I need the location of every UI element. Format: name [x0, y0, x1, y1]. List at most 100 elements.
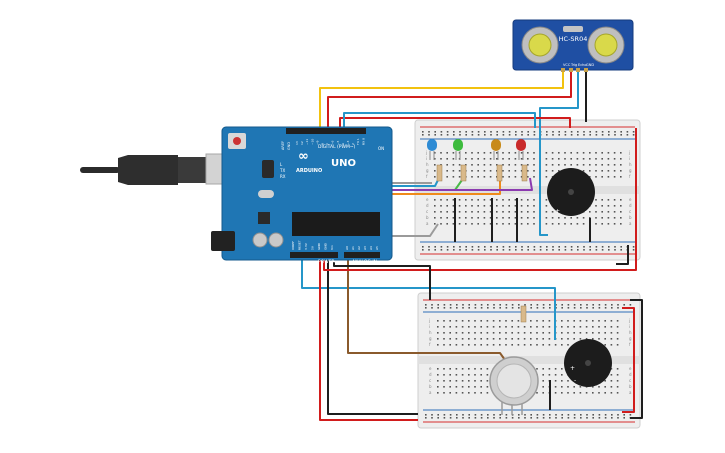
breadboard-hole: [616, 326, 619, 328]
small-chip: [258, 212, 270, 224]
wire-red-trig[interactable]: [327, 70, 572, 135]
led-blue[interactable]: [427, 139, 437, 160]
digital-pin-label: 8: [321, 143, 325, 145]
led-orange[interactable]: [491, 139, 501, 160]
breadboard-hole: [607, 199, 610, 201]
breadboard-hole: [536, 368, 538, 370]
wire-blue-echo[interactable]: [539, 70, 579, 236]
breadboard-hole: [586, 304, 588, 306]
breadboard-hole: [632, 134, 635, 136]
breadboard-hole: [440, 249, 443, 251]
wire-black-gnd-lower[interactable]: [327, 258, 418, 415]
wire-red-rail-link[interactable]: [323, 128, 637, 271]
power-jack[interactable]: [211, 231, 235, 251]
breadboard-hole: [623, 304, 625, 306]
breadboard-hole: [626, 134, 629, 136]
breadboard-hole: [489, 223, 492, 225]
breadboard-hole: [610, 344, 613, 346]
breadboard-hole: [604, 326, 606, 328]
breadboard-hole: [477, 131, 480, 133]
breadboard-hole: [465, 199, 467, 201]
breadboard-hole: [480, 380, 482, 382]
breadboard-hole: [620, 176, 622, 178]
wire-black-rail-top[interactable]: [616, 245, 629, 265]
breadboard-row-letter: f: [629, 342, 631, 347]
wire-red-5v-lower[interactable]: [319, 258, 418, 421]
wire-yellow-vcc[interactable]: [319, 70, 564, 135]
breadboard-hole: [530, 332, 532, 334]
wire-blue-mq2[interactable]: [301, 258, 556, 340]
breadboard-hole: [458, 223, 461, 225]
breadboard-hole: [601, 134, 604, 136]
breadboard-hole: [486, 386, 489, 388]
ultrasonic-sensor[interactable]: HC-SR04 VCC Trig Echo GND: [512, 19, 634, 72]
breadboard-hole: [452, 217, 455, 219]
breadboard-hole: [546, 131, 548, 133]
breadboard-hole: [533, 170, 535, 172]
digital-header[interactable]: [286, 128, 366, 134]
buzzer-bottom-plus: +: [570, 365, 575, 372]
breadboard-hole: [520, 211, 523, 213]
breadboard-hole: [480, 414, 483, 416]
power-pin-label: GND: [324, 242, 328, 250]
breadboard-hole: [465, 211, 467, 213]
power-header[interactable]: [290, 252, 338, 258]
wire-black-rail-bottom[interactable]: [630, 299, 643, 419]
breadboard-hole: [610, 380, 613, 382]
breadboard-hole: [514, 205, 517, 207]
wire-blue-signal[interactable]: [343, 112, 536, 135]
led-green[interactable]: [453, 139, 463, 160]
breadboard-hole: [604, 304, 607, 306]
resistor-3[interactable]: [496, 164, 503, 182]
breadboard-hole: [477, 164, 479, 166]
breadboard-hole: [598, 386, 600, 388]
breadboard-hole: [607, 223, 610, 225]
leds: [427, 139, 528, 323]
breadboard-hole: [607, 158, 610, 160]
led-red[interactable]: [516, 139, 526, 160]
resistor-2[interactable]: [460, 164, 467, 182]
breadboard-hole: [449, 332, 451, 334]
resistor-5[interactable]: [520, 305, 527, 323]
wire-gray-b[interactable]: [380, 223, 439, 237]
breadboard-hole: [443, 326, 445, 328]
arduino-uno[interactable]: ∞ ARDUINO UNO DIGITAL (PWM~) POWER ANALO…: [211, 126, 393, 265]
breadboard-hole: [607, 211, 610, 213]
breadboard-hole: [502, 170, 504, 172]
breadboard-hole: [486, 374, 489, 376]
breadboard-hole: [604, 332, 606, 334]
breadboard-hole: [471, 217, 473, 219]
breadboard-hole: [545, 211, 548, 213]
analog-header[interactable]: [344, 252, 380, 258]
gas-sensor[interactable]: [489, 356, 539, 415]
breadboard-row-letter: b: [629, 215, 632, 220]
usb-cable[interactable]: [80, 153, 237, 185]
breadboard-hole: [592, 417, 594, 419]
wire-red-rail-bottom[interactable]: [622, 307, 635, 413]
breadboard-hole: [474, 332, 476, 334]
breadboard-hole: [458, 170, 461, 172]
breadboard-hole: [527, 199, 529, 201]
resistor-1[interactable]: [436, 164, 443, 182]
breadboard-hole: [520, 158, 523, 160]
resistor-4[interactable]: [521, 164, 528, 182]
breadboard-hole: [613, 164, 616, 166]
breadboard-hole: [449, 368, 451, 370]
wire-brown-analog[interactable]: [347, 258, 506, 361]
breadboard-hole: [533, 246, 536, 248]
breadboard-hole: [484, 131, 486, 133]
breadboard-hole: [592, 414, 594, 416]
breadboard-hole: [499, 304, 501, 306]
breadboard-hole: [589, 249, 591, 251]
buzzer-top[interactable]: + -: [547, 168, 595, 216]
breadboard-hole: [465, 152, 467, 154]
breadboard-hole: [527, 158, 529, 160]
wire-black-rail-link[interactable]: [333, 262, 431, 300]
breadboard-hole: [616, 374, 619, 376]
breadboard-row-letter: d: [429, 372, 432, 377]
buzzer-bottom[interactable]: + -: [564, 339, 612, 387]
breadboard-hole: [542, 414, 545, 416]
breadboard-hole: [465, 205, 467, 207]
